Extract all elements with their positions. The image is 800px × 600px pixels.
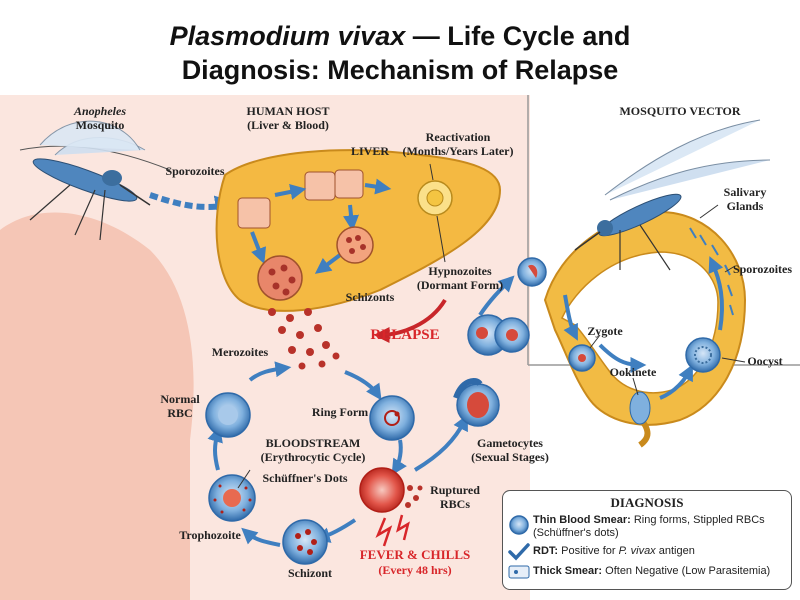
label-rbc: RBC (167, 406, 193, 420)
label-merozoites: Merozoites (211, 345, 269, 359)
human-silhouette (0, 212, 194, 600)
diagnosis-thin-smear-cont: (Schüffner's dots) (533, 527, 619, 539)
label-anopheles: Anopheles (73, 104, 126, 118)
label-bloodstream: BLOODSTREAM (265, 436, 361, 450)
label-mosquito: Mosquito (75, 118, 125, 132)
label-ruptured: Ruptured (430, 483, 480, 497)
label-reactivation-time: (Months/Years Later) (402, 144, 514, 158)
oocyst (685, 337, 721, 373)
label-sporozoites-liver: Sporozoites (165, 164, 225, 178)
fever-bolt (375, 517, 393, 547)
checkmark-icon (508, 543, 530, 561)
mosquito-icon (19, 120, 171, 241)
label-reactivation: Reactivation (425, 130, 491, 144)
label-every-48: (Every 48 hrs) (378, 563, 452, 577)
ookinete (629, 391, 651, 425)
liver-schizont-rupturing (257, 255, 303, 301)
relapse-arrow (373, 298, 447, 343)
label-oocyst: Oocyst (747, 354, 783, 368)
label-trophozoite: Trophozoite (179, 528, 241, 542)
label-sporozoites-gut: Sporozoites (732, 262, 793, 276)
rbc-icon (205, 392, 251, 438)
label-salivary: Salivary (723, 185, 767, 199)
ring-form-rbc (369, 395, 415, 441)
diagnosis-box: DIAGNOSIS Thin Blood Smear: Ring forms, … (502, 490, 792, 590)
label-mosquito-vector: MOSQUITO VECTOR (619, 104, 741, 118)
label-rbcs: RBCs (439, 497, 470, 511)
label-ookinete: Ookinete (609, 365, 657, 379)
page-subtitle: Diagnosis: Mechanism of Relapse (181, 55, 619, 85)
label-erythrocytic-cycle: (Erythrocytic Cycle) (260, 450, 366, 464)
mosquito-icon-vector (574, 119, 771, 271)
label-liver: LIVER (350, 144, 389, 158)
rbc-icon-small (509, 515, 529, 535)
label-zygote: Zygote (587, 324, 623, 338)
ruptured-rbc (359, 467, 405, 513)
label-ring-form: Ring Form (311, 405, 369, 419)
label-hypnozoites: Hypnozoites (428, 264, 492, 278)
diagnosis-heading: DIAGNOSIS (610, 495, 684, 510)
merozoites (268, 308, 340, 370)
label-schuffners-dots: Schüffner's Dots (262, 471, 348, 485)
label-normal: Normal (160, 392, 200, 406)
schizont-rbc (282, 519, 328, 565)
diagnosis-thin-smear: Thin Blood Smear: Ring forms, Stippled R… (533, 514, 765, 526)
label-glands: Glands (726, 199, 764, 213)
liver-schizont (336, 226, 374, 264)
label-gametocytes: Gametocytes (477, 436, 543, 450)
label-dormant-form: (Dormant Form) (416, 278, 504, 292)
label-schizont: Schizont (287, 566, 332, 580)
label-schizonts: Schizonts (345, 290, 395, 304)
label-human-host: HUMAN HOST (246, 104, 330, 118)
diagnosis-rdt: RDT: Positive for P. vivax antigen (533, 545, 695, 557)
diagnosis-thick-smear: Thick Smear: Often Negative (Low Parasit… (533, 565, 771, 577)
label-liver-blood: (Liver & Blood) (247, 118, 329, 132)
page-title: Plasmodium vivax — Life Cycle and (169, 21, 631, 51)
label-sexual-stages: (Sexual Stages) (471, 450, 549, 464)
label-relapse: RELAPSE (370, 327, 440, 343)
label-fever-chills: FEVER & CHILLS (359, 547, 471, 562)
smear-slide-icon (508, 565, 530, 579)
